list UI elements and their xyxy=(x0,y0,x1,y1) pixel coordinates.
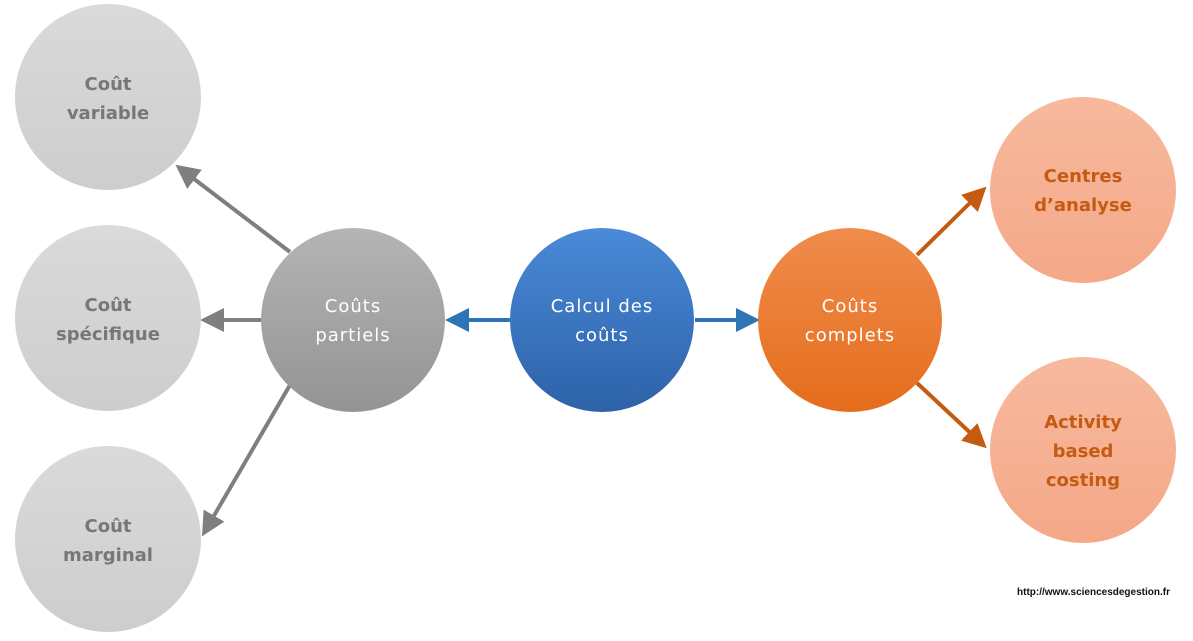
node-label: variable xyxy=(67,103,149,124)
node-label: complets xyxy=(805,325,895,346)
node-activity-based-costing: Activity based costing xyxy=(990,357,1176,543)
node-label: Coût xyxy=(85,74,132,95)
source-url: http://www.sciencesdegestion.fr xyxy=(1017,587,1170,598)
node-label: Calcul des xyxy=(551,296,654,317)
arrow-to-abc xyxy=(915,381,987,449)
node-label: Coûts xyxy=(325,296,381,317)
arrow-to-variable xyxy=(175,164,292,254)
node-label: coûts xyxy=(575,325,629,346)
node-label: Coûts xyxy=(822,296,878,317)
node-label: Coût xyxy=(85,516,132,537)
node-label: d’analyse xyxy=(1034,195,1132,216)
node-couts-complets: Coûts complets xyxy=(758,228,942,412)
node-label: spécifique xyxy=(56,324,160,345)
node-centres-analyse: Centres d’analyse xyxy=(990,97,1176,283)
node-label: partiels xyxy=(315,325,390,346)
node-label: costing xyxy=(1046,470,1120,491)
node-label: Centres xyxy=(1044,166,1123,187)
node-label: marginal xyxy=(63,545,153,566)
node-label: Activity xyxy=(1044,412,1122,433)
node-cout-marginal: Coût marginal xyxy=(15,446,201,632)
node-cout-variable: Coût variable xyxy=(15,4,201,190)
node-couts-partiels: Coûts partiels xyxy=(261,228,445,412)
node-label: based xyxy=(1053,441,1114,462)
arrow-to-centres xyxy=(915,186,987,257)
node-label: Coût xyxy=(85,295,132,316)
node-calcul-des-couts: Calcul des coûts xyxy=(510,228,694,412)
node-cout-specifique: Coût spécifique xyxy=(15,225,201,411)
arrow-to-marginal xyxy=(201,383,292,537)
